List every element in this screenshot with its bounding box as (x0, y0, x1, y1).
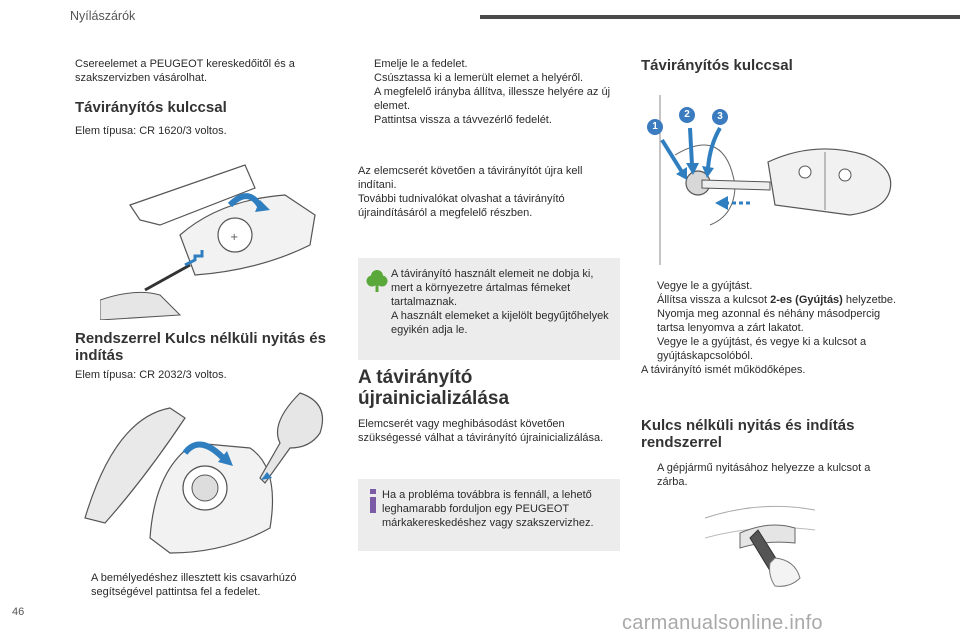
door-handle-key-illustration (700, 498, 820, 590)
list-item: Nyomja meg azonnal és néhány másodpercig… (657, 308, 881, 334)
battery-type-keyless: Elem típusa: CR 2032/3 voltos. (75, 369, 227, 381)
section-title: Nyílászárók (70, 9, 136, 23)
keyless-key-battery-illustration (75, 388, 340, 563)
col2-bullets: Emelje le a fedelet. Csúsztassa ki a lem… (358, 57, 620, 127)
watermark: carmanualsonline.info (622, 612, 823, 634)
heading-keyless-reinit: Kulcs nélküli nyitás és indítás rendszer… (641, 417, 855, 451)
page-number: 46 (12, 606, 25, 618)
environment-note-text-2: A használt elemeket a kijelölt begyűjtőh… (391, 310, 609, 336)
svg-text:+: + (230, 232, 238, 243)
list-item: Emelje le a fedelet. (374, 58, 468, 70)
list-item: Vegye le a gyújtást, és vegye ki a kulcs… (657, 336, 867, 362)
info-note-text: Ha a probléma továbbra is fennáll, a leh… (382, 489, 594, 529)
list-item: A megfelelő irányba állítva, illessze he… (374, 86, 611, 112)
step-3-badge: 3 (712, 109, 728, 125)
reinit-success-text: A távirányító ismét működőképes. (641, 364, 806, 376)
environment-note-text-1: A távirányító használt elemeit ne dobja … (391, 268, 594, 308)
list-item: Pattintsa vissza a távvezérlő fedelét. (374, 114, 552, 126)
step-2-badge: 2 (679, 107, 695, 123)
col1-bullet-pry-cover: A bemélyedéshez illesztett kis csavarhúz… (91, 572, 297, 598)
intro-text: Csereelemet a PEUGEOT kereskedőitől és a… (75, 58, 295, 84)
heading-remote-key-reinit: Távirányítós kulccsal (641, 57, 793, 74)
reinit-required-text: Az elemcserét követően a távirányítót új… (358, 165, 583, 191)
environment-note-panel: A távirányító használt elemeit ne dobja … (358, 258, 620, 360)
list-item: Vegye le a gyújtást. (657, 280, 753, 292)
heading-reinitialisation: A távirányító újrainicializálása (358, 367, 510, 409)
header-bar (480, 15, 960, 19)
list-item: A gépjármű nyitásához helyezze a kulcsot… (657, 462, 871, 488)
battery-type-remote: Elem típusa: CR 1620/3 voltos. (75, 125, 227, 137)
list-item: Állítsa vissza a kulcsot 2-es (Gyújtás) … (657, 294, 897, 306)
list-item: Csúsztassa ki a lemerült elemet a helyér… (374, 72, 584, 84)
recycle-tree-icon (366, 268, 388, 294)
col3-keyless-step: A gépjármű nyitásához helyezze a kulcsot… (641, 461, 903, 489)
reinit-intro-text: Elemcserét vagy meghibásodást követően s… (358, 418, 604, 444)
col3-reinit-steps: Vegye le a gyújtást. Állítsa vissza a ku… (641, 279, 903, 377)
remote-key-battery-illustration: + (100, 160, 340, 320)
step-1-badge: 1 (647, 119, 663, 135)
info-icon (369, 489, 377, 513)
info-note-panel: Ha a probléma továbbra is fennáll, a leh… (358, 479, 620, 551)
reinit-more-info-text: További tudnivalókat olvashat a távirány… (358, 193, 565, 219)
heading-keyless: Rendszerrel Kulcs nélküli nyitás és indí… (75, 330, 326, 364)
heading-remote-key: Távirányítós kulccsal (75, 99, 227, 116)
